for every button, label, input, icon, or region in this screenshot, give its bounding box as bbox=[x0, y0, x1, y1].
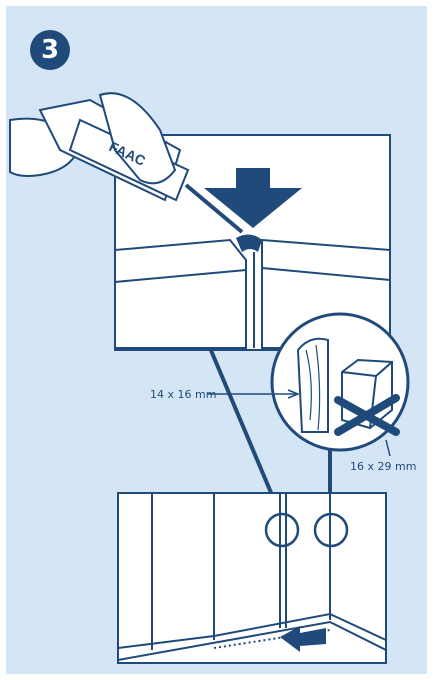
room-frame bbox=[117, 492, 387, 664]
caulk-bead bbox=[236, 234, 262, 252]
skirting-board-left bbox=[114, 238, 247, 349]
callout-circle-1 bbox=[264, 512, 300, 548]
detail-magnifier bbox=[208, 312, 410, 457]
push-arrow-icon bbox=[280, 626, 326, 652]
nozzle bbox=[184, 183, 244, 234]
leader-line-1 bbox=[208, 347, 282, 515]
dimension-label-correct: 14 x 16 mm bbox=[150, 388, 217, 401]
step-number-badge: 3 bbox=[30, 30, 70, 70]
room-corner-scene bbox=[117, 492, 387, 664]
dimension-label-incorrect: 16 x 29 mm bbox=[350, 460, 417, 473]
cross-icon bbox=[334, 394, 400, 436]
right-hand bbox=[98, 92, 177, 185]
correct-strip bbox=[296, 337, 329, 433]
caulking-gun: FAAC bbox=[9, 92, 244, 234]
callout-circle-2 bbox=[313, 512, 349, 548]
down-arrow-icon bbox=[204, 168, 302, 228]
